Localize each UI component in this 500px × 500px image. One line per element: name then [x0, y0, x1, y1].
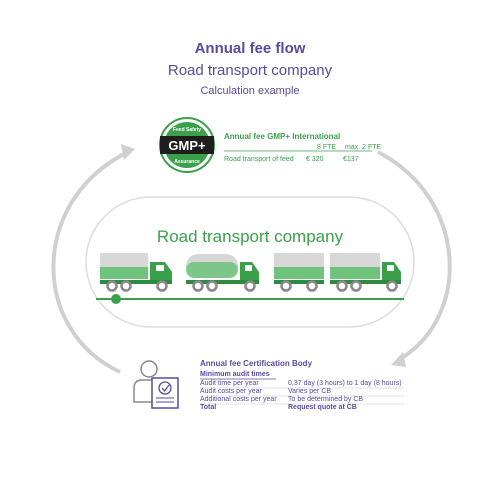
gmp-logo-ring-bottom: Assurance: [174, 159, 200, 165]
truck-icon-3: [274, 253, 401, 292]
page-subtitle: Road transport company: [167, 62, 333, 79]
cb-row-value: Varies per CB: [288, 388, 332, 395]
flow-arrowhead-right: [391, 352, 406, 367]
cb-row-label: Audit time per year: [200, 380, 259, 387]
cb-total-label: Total: [200, 404, 217, 411]
gmp-logo-ring-top: Feed Safety: [173, 127, 201, 133]
page-caption: Calculation example: [200, 85, 300, 97]
cb-row-value: 0,37 day (3 hours) to 1 day (8 hours): [288, 380, 402, 387]
gmp-logo-text: GMP+: [168, 138, 206, 153]
truck-icon-2: [186, 254, 259, 292]
gmp-col2-header: max. 2 FTE: [345, 144, 382, 151]
flow-arrow-left: [51, 150, 129, 374]
road-marker: [111, 294, 121, 304]
cb-row-value: To be determined by CB: [288, 396, 364, 403]
page-title: Annual fee flow: [194, 40, 306, 57]
gmp-logo: GMP+ Feed Safety Assurance: [159, 117, 215, 173]
gmp-row-value-1: € 320: [306, 156, 324, 163]
gmp-fee-title: Annual fee GMP+ International: [224, 132, 341, 141]
cb-fee-title: Annual fee Certification Body: [200, 359, 313, 368]
flow-arrowhead-left: [121, 144, 135, 160]
road-transport-label: Road transport company: [156, 227, 344, 246]
flow-arrow-right: [377, 150, 452, 362]
cb-subtitle: Minimum audit times: [200, 371, 270, 378]
gmp-col1-header: 8 FTE: [317, 144, 337, 151]
gmp-row-value-2: €137: [343, 156, 359, 163]
gmp-row-label: Road transport of feed: [224, 156, 294, 163]
cb-total-value: Request quote at CB: [288, 404, 357, 411]
certificate-person-icon: [133, 360, 179, 409]
cb-row-label: Additional costs per year: [200, 396, 277, 403]
truck-icon-1: [100, 253, 172, 292]
cb-row-label: Audit costs per year: [200, 388, 262, 395]
